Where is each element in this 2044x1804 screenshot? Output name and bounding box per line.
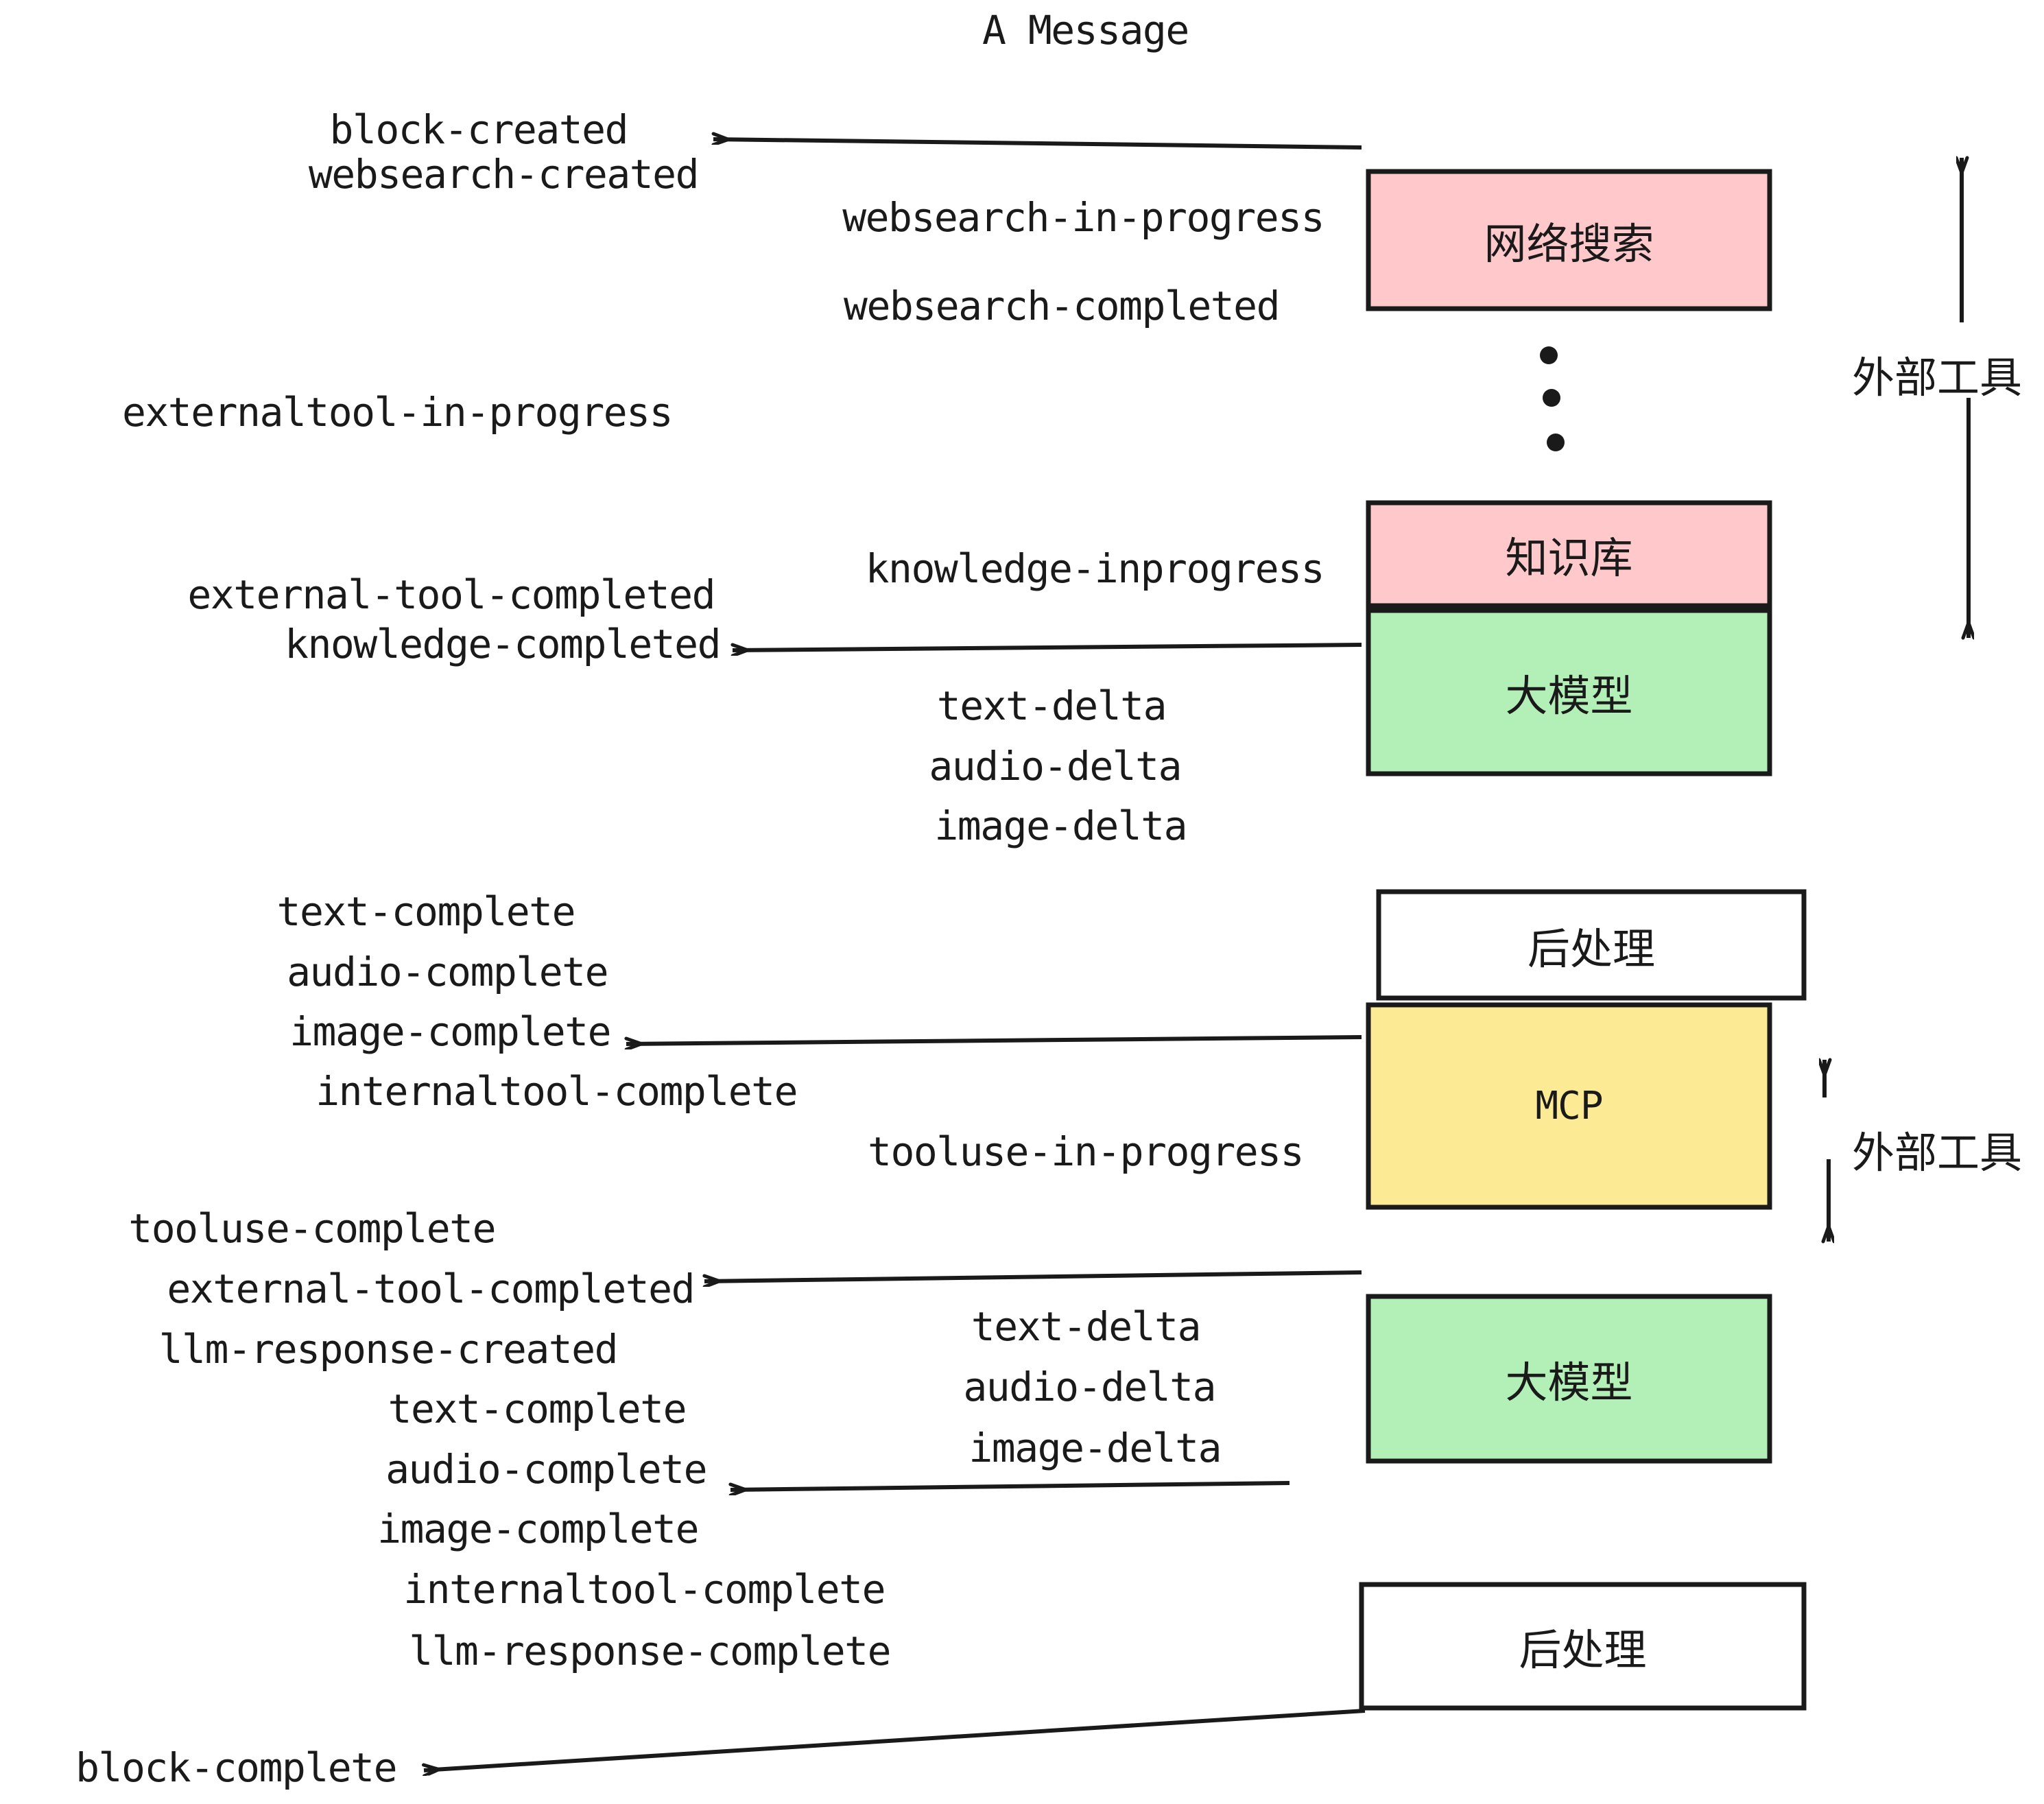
node-box-mcp [1366,1002,1772,1210]
event-label-llm-response-created: llm-response-created [158,1326,619,1373]
ellipsis-dot-3 [1547,434,1565,451]
event-label-internaltool-complete-1: internaltool-complete [316,1068,798,1115]
node-label-websearch: 网络搜索 [1484,219,1654,269]
page-title: A Message [982,7,1189,54]
scope-label-external-tools-bottom: 外部工具 [1852,1128,2023,1178]
node-label-llm-1: 大模型 [1505,671,1633,721]
node-label-llm-2: 大模型 [1505,1357,1633,1408]
flow-arrows [424,139,1366,1770]
arrow-audio-complete [730,1481,1290,1490]
event-label-knowledge-completed: knowledge-completed [285,621,721,667]
event-label-audio-complete-1: audio-complete [287,949,608,995]
event-label-llm-response-complete: llm-response-complete [409,1628,891,1674]
event-label-image-complete-2: image-complete [377,1506,699,1552]
node-box-websearch [1366,169,1772,311]
scope-arrows [1825,158,1969,1242]
event-label-external-tool-completed-1: external-tool-completed [187,571,715,618]
event-label-websearch-completed: websearch-completed [844,283,1280,329]
arrow-block-complete [424,1709,1366,1770]
node-label-mcp: MCP [1535,1084,1603,1128]
arrow-tooluse-complete [704,1270,1362,1281]
event-label-tooluse-complete: tooluse-complete [128,1205,496,1252]
node-box-llm-2 [1366,1294,1772,1464]
event-label-block-complete: block-complete [75,1744,397,1791]
event-label-tooluse-in-progress: tooluse-in-progress [868,1128,1304,1175]
event-label-image-delta-1: image-delta [934,803,1187,849]
event-label-text-complete-2: text-complete [388,1386,687,1432]
scope-label-external-tools-top: 外部工具 [1852,353,2023,403]
event-label-audio-complete-2: audio-complete [385,1446,707,1493]
ellipsis-dot-1 [1540,346,1558,364]
ellipsis-dot-2 [1543,389,1560,407]
event-label-text-complete-1: text-complete [276,888,576,935]
node-box-knowledge [1366,500,1772,608]
event-label-image-complete-1: image-complete [289,1008,611,1055]
node-label-post-1: 后处理 [1527,923,1655,974]
event-label-knowledge-inprogress: knowledge-inprogress [865,545,1325,592]
event-label-external-tool-completed-2: external-tool-completed [167,1266,695,1312]
node-boxes [1359,169,1807,1711]
node-label-knowledge: 知识库 [1505,533,1633,583]
event-label-image-delta-2: image-delta [968,1425,1222,1471]
event-label-audio-delta-2: audio-delta [963,1364,1216,1410]
event-label-internaltool-complete-2: internaltool-complete [403,1566,886,1613]
arrow-knowledge-done [733,643,1362,650]
ellipsis-dots [1540,346,1565,451]
arrow-block-created [713,139,1362,150]
node-box-llm-1 [1366,608,1772,776]
arrow-image-complete [626,1035,1362,1044]
node-box-post-2 [1359,1582,1807,1711]
node-label-post-2: 后处理 [1519,1625,1647,1675]
event-label-text-delta-1: text-delta [936,683,1167,729]
event-label-audio-delta-1: audio-delta [929,743,1182,790]
event-label-websearch-created: websearch-created [308,151,700,198]
event-label-block-created: block-created [329,106,629,153]
event-label-text-delta-2: text-delta [971,1303,1202,1350]
node-box-post-1 [1376,889,1807,1001]
event-label-externaltool-in-progress: externaltool-in-progress [121,389,674,436]
event-label-websearch-in-progress: websearch-in-progress [842,194,1324,241]
